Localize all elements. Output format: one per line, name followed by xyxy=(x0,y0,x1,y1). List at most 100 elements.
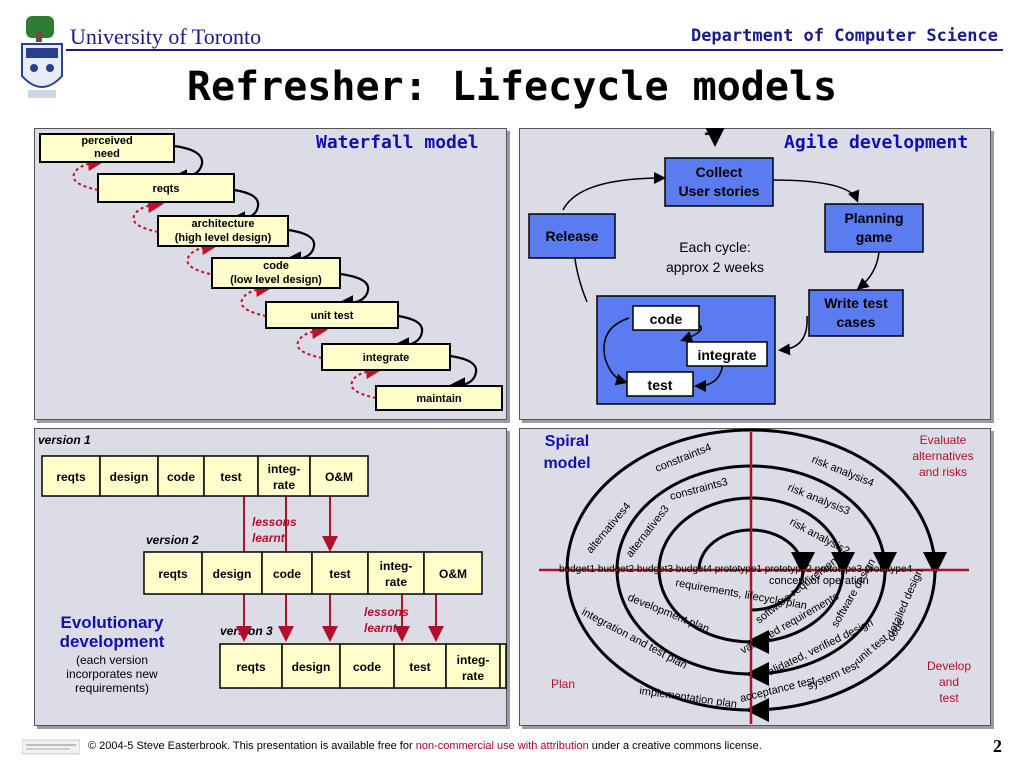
agile-node-planning: Planning game xyxy=(824,203,924,253)
agile-diagram: Collect User stories Planning game Relea… xyxy=(528,128,924,405)
svg-text:reqts: reqts xyxy=(158,567,188,581)
svg-text:(low level design): (low level design) xyxy=(230,274,322,286)
svg-text:integ-: integ- xyxy=(380,559,413,573)
spiral-title: model xyxy=(543,455,590,472)
svg-text:rate: rate xyxy=(385,575,407,589)
svg-text:test: test xyxy=(329,567,350,581)
header-rule xyxy=(66,49,1003,51)
evolutionary-diagram: version 1 version 2 version 3 lessons le… xyxy=(38,433,507,695)
agile-node-integrate: integrate xyxy=(686,341,768,367)
svg-text:code: code xyxy=(650,311,683,327)
waterfall-stage: unit test xyxy=(265,301,399,329)
svg-text:test: test xyxy=(409,660,430,674)
svg-text:design: design xyxy=(110,470,149,484)
svg-text:Write test: Write test xyxy=(824,295,888,311)
spiral-title: Spiral xyxy=(545,433,589,450)
university-name: University of Toronto xyxy=(70,24,262,49)
svg-text:(high level design): (high level design) xyxy=(175,232,272,244)
spiral-label: unit test xyxy=(853,632,890,666)
agile-cycle-note: approx 2 weeks xyxy=(666,259,764,275)
waterfall-stage: maintain xyxy=(375,385,503,411)
svg-text:need: need xyxy=(94,148,120,160)
svg-text:integrate: integrate xyxy=(697,347,756,363)
svg-text:architecture: architecture xyxy=(192,218,255,230)
quadrant-evaluate-label: alternatives xyxy=(912,449,973,463)
license-link[interactable]: non-commercial use with attribution xyxy=(415,740,589,752)
version-1-row: reqts design code test integ-rate O&M xyxy=(41,455,369,497)
svg-text:Planning: Planning xyxy=(844,210,903,226)
creative-commons-icon xyxy=(22,739,80,755)
waterfall-stage: code (low level design) xyxy=(211,257,341,289)
version-3-row: reqts design code test integ-rate xyxy=(219,643,507,689)
spiral-label: concept of operation xyxy=(769,575,869,587)
lessons-learnt-label: lessons xyxy=(364,605,409,619)
spiral-label: alternatives3 xyxy=(624,503,672,560)
quadrant-evaluate-label: and risks xyxy=(919,465,967,479)
waterfall-stage: integrate xyxy=(321,343,451,371)
svg-text:integ-: integ- xyxy=(268,462,301,476)
svg-text:design: design xyxy=(292,660,331,674)
department-name: Department of Computer Science xyxy=(690,26,998,46)
agile-cycle-note: Each cycle: xyxy=(679,239,751,255)
evolutionary-subtitle: requirements) xyxy=(75,681,149,695)
evolutionary-title: development xyxy=(60,632,165,651)
svg-text:test: test xyxy=(648,377,673,393)
university-crest-logo xyxy=(21,16,63,98)
page-number: 2 xyxy=(993,736,1002,756)
svg-text:rate: rate xyxy=(462,669,484,683)
agile-node-collect: Collect User stories xyxy=(664,157,774,207)
agile-node-release: Release xyxy=(528,213,616,259)
footer-copyright: © 2004-5 Steve Easterbrook. This present… xyxy=(88,740,762,752)
waterfall-stage: reqts xyxy=(97,173,235,203)
waterfall-diagram: perceived need reqts architecture (high … xyxy=(39,133,503,411)
svg-text:perceived: perceived xyxy=(81,135,132,147)
spiral-label: risk analysis3 xyxy=(786,482,852,518)
agile-node-code: code xyxy=(632,305,700,331)
evolutionary-subtitle: (each version xyxy=(76,653,148,667)
svg-text:code: code xyxy=(167,470,195,484)
lessons-learnt-label: lessons xyxy=(252,515,297,529)
svg-text:rate: rate xyxy=(273,478,295,492)
version-label: version 3 xyxy=(220,624,273,638)
spiral-label: constraints3 xyxy=(669,476,729,503)
waterfall-title: Waterfall model xyxy=(316,132,479,153)
svg-text:design: design xyxy=(213,567,252,581)
svg-text:unit test: unit test xyxy=(311,310,354,322)
svg-text:maintain: maintain xyxy=(416,393,462,405)
spiral-label: alternatives4 xyxy=(584,500,633,555)
quadrant-develop-label: and xyxy=(939,675,959,689)
spiral-label: budget1 budget2 budget3 budget4 prototyp… xyxy=(559,564,913,575)
svg-text:integrate: integrate xyxy=(363,352,409,364)
svg-text:code: code xyxy=(263,260,289,272)
svg-text:reqts: reqts xyxy=(153,183,180,195)
version-2-row: reqts design code test integ-rate O&M xyxy=(143,551,483,595)
svg-text:reqts: reqts xyxy=(56,470,86,484)
svg-text:game: game xyxy=(856,229,893,245)
agile-node-write-tests: Write test cases xyxy=(808,289,904,337)
quadrant-develop-label: Develop xyxy=(927,659,971,673)
spiral-label: implementation plan xyxy=(639,685,738,711)
svg-text:O&M: O&M xyxy=(325,470,353,484)
quadrant-develop-label: test xyxy=(939,691,959,705)
slide-title: Refresher: Lifecycle models xyxy=(186,64,838,110)
svg-text:test: test xyxy=(220,470,241,484)
evolutionary-subtitle: incorporates new xyxy=(66,667,158,681)
version-label: version 2 xyxy=(146,533,199,547)
svg-text:O&M: O&M xyxy=(439,567,467,581)
waterfall-stage: architecture (high level design) xyxy=(157,215,289,247)
evolutionary-title: Evolutionary xyxy=(61,613,165,632)
svg-text:Release: Release xyxy=(546,228,599,244)
footer-suffix: under a creative commons license. xyxy=(588,740,762,752)
svg-text:code: code xyxy=(353,660,381,674)
agile-title: Agile development xyxy=(784,132,969,153)
svg-text:cases: cases xyxy=(837,314,876,330)
agile-node-test: test xyxy=(626,371,694,397)
footer-prefix: © 2004-5 Steve Easterbrook. This present… xyxy=(88,740,416,752)
quadrant-plan-label: Plan xyxy=(551,677,575,691)
spiral-diagram: Spiral model Evaluate alternatives and r… xyxy=(539,428,974,724)
svg-text:code: code xyxy=(273,567,301,581)
svg-text:Collect: Collect xyxy=(696,164,743,180)
lessons-learnt-label: learnt xyxy=(252,531,286,545)
quadrant-evaluate-label: Evaluate xyxy=(920,433,967,447)
waterfall-stage: perceived need xyxy=(39,133,175,163)
